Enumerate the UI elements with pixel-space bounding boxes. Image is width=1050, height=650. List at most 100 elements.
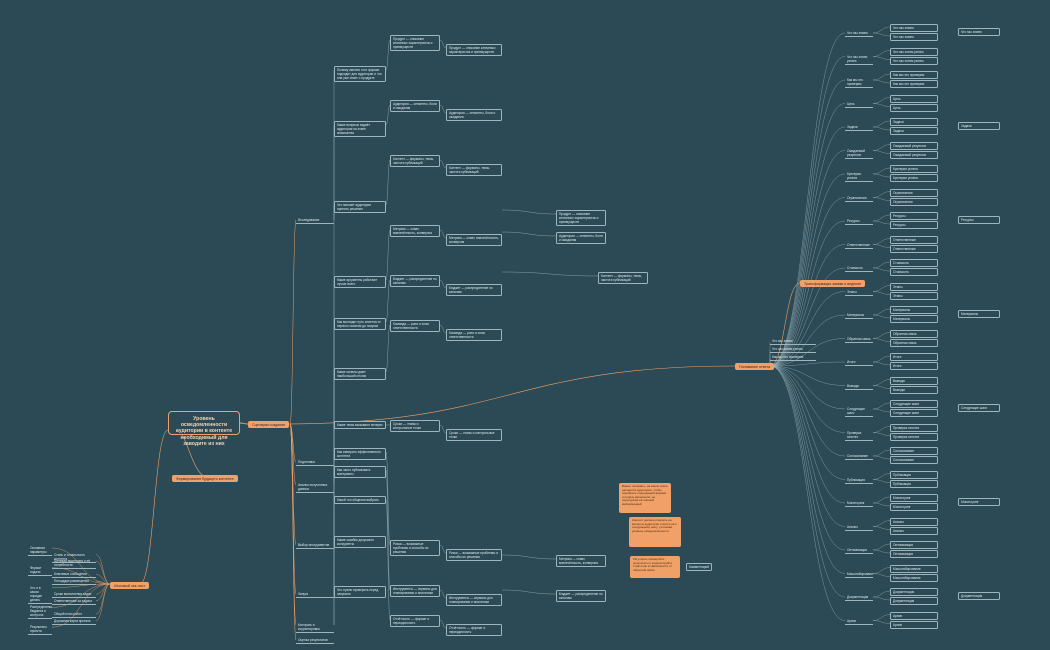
mid-node[interactable]: Какой тон общения выбрать	[334, 496, 386, 504]
note-1[interactable]: Важно понимать, на каком этапе находится…	[619, 483, 671, 513]
extra-node[interactable]: Аудитория — сегменты, боли и ожидания	[556, 232, 606, 244]
detail-subnode[interactable]: Инструменты — сервисы для планирования и…	[446, 594, 502, 606]
right-subnode[interactable]: Анализ	[890, 517, 938, 526]
detail-node[interactable]: Команда — роли и зоны ответственности	[390, 320, 440, 332]
detail-subnode[interactable]: Метрики — охват, вовлечённость, конверси…	[446, 234, 502, 246]
right-deep-node[interactable]: Задачи	[958, 122, 1000, 130]
left-item[interactable]: Распределение бюджета и контроль	[28, 605, 52, 620]
mid-node[interactable]: Как выглядит путь клиента от первого кас…	[334, 318, 386, 330]
detail-subnode[interactable]: Сроки — этапы и контрольные точки	[446, 429, 502, 441]
right-node[interactable]: Документация	[845, 594, 873, 601]
mid-node[interactable]: Как измерить эффективность контента	[334, 448, 386, 460]
detail-node[interactable]: Метрики — охват, вовлечённость, конверси…	[390, 225, 440, 237]
branch-right-top[interactable]: Трансформация заявки и ведение	[800, 280, 866, 288]
right-node[interactable]: Критерии успеха	[845, 171, 873, 182]
right-subnode[interactable]: Стоимость	[890, 259, 938, 267]
right-subnode[interactable]: Цель	[890, 103, 938, 112]
center-node[interactable]: Оценка результатов	[296, 637, 334, 644]
right-subnode[interactable]: Цель	[890, 94, 938, 103]
right-node[interactable]: Следующие шаги	[845, 406, 873, 417]
left-item[interactable]: Сроки выполнения задач	[52, 591, 96, 599]
mid-node[interactable]: Какие темы вызывают интерес	[334, 421, 386, 429]
right-subnode[interactable]: Согласование	[890, 447, 938, 455]
mid-node[interactable]: Какие аргументы работают лучше всего	[334, 276, 386, 288]
right-subnode[interactable]: Ожидаемый результат	[890, 150, 938, 159]
right-node[interactable]: Ресурсы	[845, 218, 873, 225]
center-node[interactable]: Анализ полученных данных	[296, 482, 334, 493]
right-subnode[interactable]: Итоги	[890, 353, 938, 361]
right-subnode[interactable]: Мониторинг	[890, 494, 938, 502]
right-subnode[interactable]: Выводы	[890, 376, 938, 385]
branch-left-top[interactable]: Формирования будущего контента	[172, 475, 238, 483]
right-node[interactable]: Масштабирование	[845, 571, 873, 578]
left-item[interactable]: Площадки размещения	[52, 578, 96, 585]
detail-subnode[interactable]: Аудитория — сегменты, боли и ожидания	[446, 109, 502, 121]
right-node[interactable]: Мониторинг	[845, 500, 873, 507]
left-item[interactable]: Стиль и тональность контента	[52, 552, 96, 563]
right-subnode[interactable]: Задачи	[890, 127, 938, 135]
right-deep-node[interactable]: Материалы	[958, 310, 1000, 318]
right-subnode[interactable]: Ресурсы	[890, 221, 938, 229]
left-item[interactable]: Ключевые сообщения	[52, 571, 96, 579]
right-node[interactable]: Что мы знаем	[845, 30, 873, 37]
note-2[interactable]: Контент должен отвечать на вопросы аудит…	[629, 517, 681, 547]
right-deep-node[interactable]: Следующие шаги	[958, 404, 1000, 412]
center-node[interactable]: Подготовка	[296, 459, 334, 466]
right-node[interactable]: Материалы	[845, 312, 873, 319]
note-3[interactable]: Регулярно проверяйте результаты и коррек…	[630, 556, 680, 578]
right-subnode[interactable]: Ответственные	[890, 235, 938, 244]
right-subnode[interactable]: Ожидаемый результат	[890, 141, 938, 150]
right-node[interactable]: Обратная связь	[845, 336, 873, 343]
detail-subnode[interactable]: Бюджет — распределение по каналам	[446, 284, 502, 296]
right-node[interactable]: Цель	[845, 101, 873, 108]
right-subnode[interactable]: Стоимость	[890, 268, 938, 276]
right-subnode[interactable]: Оптимизация	[890, 541, 938, 549]
right-node[interactable]: Согласование	[845, 453, 873, 460]
right-subnode[interactable]: Ограничения	[890, 197, 938, 206]
right-subnode[interactable]: Следующие шаги	[890, 400, 938, 408]
right-node[interactable]: Ожидаемый результат	[845, 148, 873, 159]
right-subnode[interactable]: Ответственные	[890, 244, 938, 253]
right-subnode[interactable]: Материалы	[890, 306, 938, 314]
right-subnode[interactable]: Ресурсы	[890, 212, 938, 220]
extra-node[interactable]: Бюджет — распределение по каналам	[556, 590, 606, 602]
detail-subnode[interactable]: Команда — роли и зоны ответственности	[446, 329, 502, 341]
detail-node[interactable]: Сроки — этапы и контрольные точки	[390, 420, 440, 432]
right-subnode[interactable]: Документация	[890, 588, 938, 596]
right-node[interactable]: Ответственные	[845, 242, 873, 249]
right-subnode[interactable]: Что мы знаем	[890, 24, 938, 32]
right-subnode[interactable]: Публикация	[890, 479, 938, 488]
right-subnode[interactable]: Обратная связь	[890, 329, 938, 338]
right-subnode[interactable]: Проверка гипотез	[890, 423, 938, 432]
right-subnode[interactable]: Проверка гипотез	[890, 432, 938, 441]
detail-node[interactable]: Риски — возможные проблемы и способы их …	[390, 540, 440, 556]
right-deep-node[interactable]: Мониторинг	[958, 498, 1000, 506]
right-subnode[interactable]: Выводы	[890, 385, 938, 394]
detail-subnode[interactable]: Контент — форматы, темы, частота публика…	[446, 164, 502, 176]
right-subnode[interactable]: Критерии успеха	[890, 165, 938, 173]
mid-node[interactable]: Что нужно проверить перед запуском	[334, 586, 386, 598]
center-node[interactable]: Контроль и корректировка	[296, 622, 334, 633]
right-deep-node[interactable]: Что мы знаем	[958, 28, 1000, 36]
left-item[interactable]: Формат подачи	[28, 565, 52, 576]
right-deep-node[interactable]: Ресурсы	[958, 216, 1000, 224]
right-node[interactable]: Оптимизация	[845, 547, 873, 554]
detail-subnode[interactable]: Риски — возможные проблемы и способы их …	[446, 549, 502, 561]
branch-right-mid[interactable]: Понимание ответа	[735, 363, 774, 371]
detail-node[interactable]: Отчётность — формат и периодичность	[390, 615, 440, 627]
detail-node[interactable]: Контент — форматы, темы, частота публика…	[390, 155, 440, 167]
right-subnode[interactable]: Как мы это проверим	[890, 71, 938, 79]
right-node[interactable]: Этапы	[845, 289, 873, 296]
right-subnode[interactable]: Что мы хотим узнать	[890, 47, 938, 56]
center-node[interactable]: Исследование	[296, 217, 334, 224]
left-item[interactable]: Общий план работ	[52, 611, 96, 618]
right-subnode[interactable]: Материалы	[890, 315, 938, 323]
right-node[interactable]: Публикация	[845, 477, 873, 484]
mid-node[interactable]: Как часто публиковать материалы	[334, 466, 386, 478]
right-subnode[interactable]: Следующие шаги	[890, 409, 938, 417]
left-item[interactable]: Что и в каком порядке делать	[28, 585, 52, 604]
detail-node[interactable]: Продукт — описание ключевых характеристи…	[390, 35, 440, 51]
right-subnode[interactable]: Этапы	[890, 291, 938, 300]
mid-node[interactable]: Что мешает аудитории принять решение	[334, 201, 386, 213]
detail-subnode[interactable]: Продукт — описание ключевых характеристи…	[446, 44, 502, 56]
